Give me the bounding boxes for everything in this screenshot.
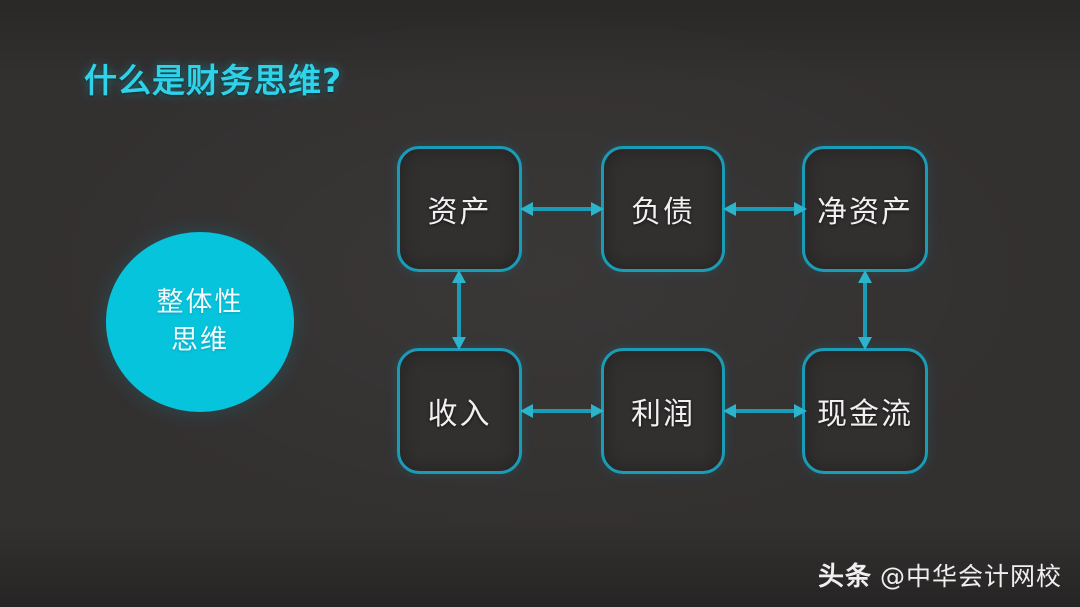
arrow-profit-cash-flow <box>723 399 807 423</box>
watermark-account-name: @中华会计网校 <box>879 562 1062 591</box>
concept-circle-line-1: 整体性 <box>156 287 244 318</box>
diagram-node-profit[interactable]: 利润 <box>601 348 725 474</box>
arrow-assets-revenue <box>447 270 471 350</box>
page-title: 什么是财务思维? <box>84 61 343 100</box>
concept-circle-line-2: 思维 <box>171 325 229 356</box>
watermark-logo: 头条 <box>817 562 872 592</box>
diagram-node-assets[interactable]: 资产 <box>397 146 522 272</box>
diagram-node-revenue[interactable]: 收入 <box>397 348 522 474</box>
diagram-node-liabilities[interactable]: 负债 <box>601 146 725 272</box>
arrow-assets-liabilities <box>520 197 604 221</box>
concept-circle: 整体性 思维 <box>106 232 294 412</box>
arrow-liabilities-net-assets <box>723 197 807 221</box>
arrow-revenue-profit <box>520 399 604 423</box>
watermark: 头条 @中华会计网校 <box>818 556 1062 593</box>
diagram-node-net-assets[interactable]: 净资产 <box>802 146 928 272</box>
diagram-node-cash-flow[interactable]: 现金流 <box>802 348 928 474</box>
arrow-net-assets-cash-flow <box>853 270 877 350</box>
